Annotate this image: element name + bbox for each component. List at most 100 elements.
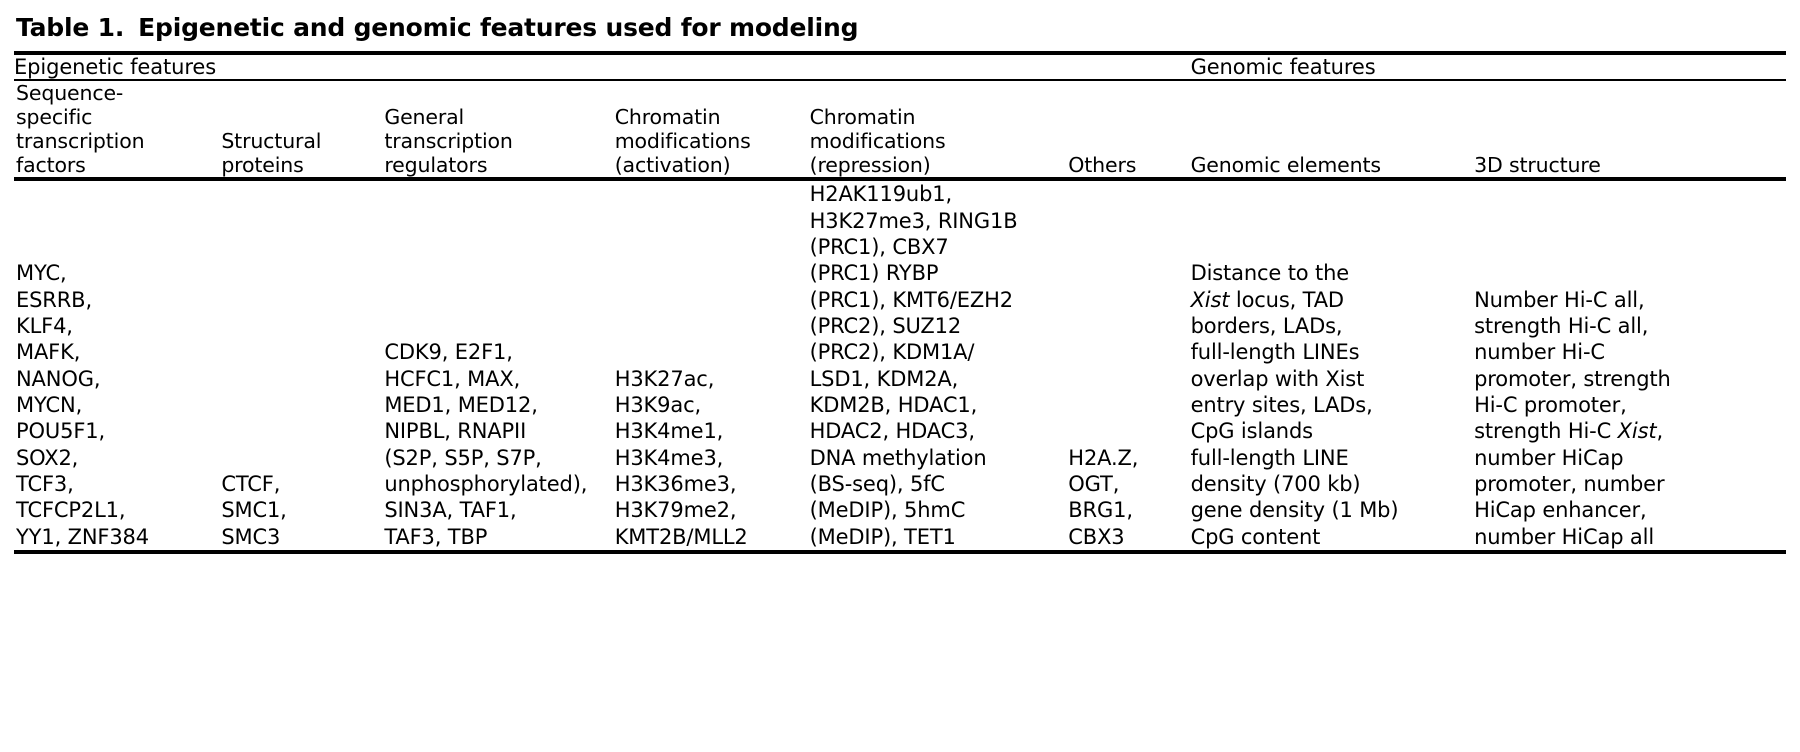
cell-line: H3K36me3,: [614, 472, 737, 497]
cell-line: CDK9, E2F1,: [384, 340, 513, 365]
cell-sequence-specific-transcription-factors: MYC,ESRRB,KLF4,MAFK,NANOG,MYCN,POU5F1,SO…: [14, 181, 221, 550]
cell-line: HDAC2, HDAC3,: [809, 419, 975, 444]
cell-line: borders, LADs,: [1190, 313, 1343, 338]
cell-line: full-length LINE: [1190, 445, 1349, 470]
cell-line: SMC3: [221, 524, 281, 549]
cell-line: promoter, number: [1474, 472, 1665, 497]
cell-line: TAF3, TBP: [384, 524, 488, 549]
cell-line: number Hi-C: [1474, 340, 1605, 365]
cell-line: strength Hi-C Xist,: [1474, 419, 1663, 444]
cell-line: Hi-C promoter,: [1474, 393, 1627, 417]
table-caption: Table 1. Epigenetic and genomic features…: [14, 10, 1786, 51]
cell-line: H3K27me3, RING1B: [809, 208, 1018, 233]
cell-line: NIPBL, RNAPII: [384, 419, 527, 444]
column-header-line: Chromatin modifications (repression): [809, 104, 946, 178]
table-row: MYC,ESRRB,KLF4,MAFK,NANOG,MYCN,POU5F1,SO…: [14, 181, 1786, 550]
features-table: Epigenetic features Genomic features: [14, 55, 1786, 79]
rule-under-column-headers: [14, 177, 1786, 182]
cell-line: unphosphorylated),: [384, 472, 588, 497]
cell-line: CBX3: [1068, 524, 1125, 549]
column-header-line: Genomic elements: [1190, 153, 1381, 178]
cell-line: MAFK,: [16, 340, 81, 365]
column-header-line: Others: [1068, 153, 1137, 178]
column-header-line: Structural proteins: [221, 128, 322, 178]
cell-line: OGT,: [1068, 472, 1120, 497]
cell-line: HCFC1, MAX,: [384, 366, 521, 391]
rule-top: [14, 50, 1786, 55]
group-header-row: Epigenetic features Genomic features: [14, 55, 1786, 79]
cell-lines: CDK9, E2F1,HCFC1, MAX,MED1, MED12,NIPBL,…: [384, 339, 614, 550]
cell-line: number HiCap all: [1474, 524, 1655, 549]
cell-line: NANOG,: [16, 366, 101, 391]
cell-line: density (700 kb): [1190, 472, 1361, 497]
cell-chromatin-modifications-activation: H3K27ac,H3K9ac,H3K4me1,H3K4me3,H3K36me3,…: [615, 181, 810, 550]
column-header-3d-structure: 3D structure: [1474, 81, 1786, 178]
cell-line: SOX2,: [16, 445, 79, 470]
cell-lines: H2A.Z,OGT,BRG1,CBX3: [1068, 445, 1190, 550]
table-label: Table 1.: [16, 13, 125, 42]
cell-line: CTCF,: [221, 472, 281, 497]
cell-line: H3K27ac,: [614, 366, 715, 391]
cell-line: gene density (1 Mb): [1190, 498, 1399, 523]
cell-line: (MeDIP), 5hmC: [809, 498, 966, 523]
cell-line: overlap with Xist: [1190, 366, 1365, 391]
cell-line: MYC,: [16, 261, 67, 286]
cell-line: YY1, ZNF384: [16, 524, 149, 549]
column-header-general-transcription-regulators: General transcription regulators: [384, 81, 614, 178]
cell-line: (PRC1), CBX7: [809, 234, 949, 259]
cell-others: H2A.Z,OGT,BRG1,CBX3: [1068, 181, 1190, 550]
cell-line: MYCN,: [16, 393, 83, 417]
column-header-line: Sequence- specific transcription factors: [16, 80, 145, 178]
column-header-line: General transcription regulators: [384, 104, 513, 178]
cell-line: Distance to the: [1190, 261, 1350, 286]
column-header-row: Sequence- specific transcription factors…: [14, 81, 1786, 178]
table-caption-text: Epigenetic and genomic features used for…: [138, 13, 859, 42]
cell-lines: MYC,ESRRB,KLF4,MAFK,NANOG,MYCN,POU5F1,SO…: [16, 260, 221, 550]
cell-line: ESRRB,: [16, 287, 92, 312]
column-header-sequence-specific-transcription-factors: Sequence- specific transcription factors: [14, 81, 221, 178]
cell-line: full-length LINEs: [1190, 340, 1360, 365]
cell-line: Xist locus, TAD: [1190, 287, 1345, 312]
cell-line: KMT2B/MLL2: [614, 524, 748, 549]
cell-line: (MeDIP), TET1: [809, 524, 956, 549]
column-header-structural-proteins: Structural proteins: [221, 81, 384, 178]
cell-general-transcription-regulators: CDK9, E2F1,HCFC1, MAX,MED1, MED12,NIPBL,…: [384, 181, 614, 550]
cell-line: SIN3A, TAF1,: [384, 498, 517, 523]
cell-3d-structure: Number Hi-C all,strength Hi-C all,number…: [1474, 181, 1786, 550]
rule-under-group-headers: [14, 78, 1786, 81]
italic-gene-name: Xist: [1325, 366, 1365, 391]
features-table-headers: Sequence- specific transcription factors…: [14, 81, 1786, 178]
cell-line: CpG content: [1190, 524, 1321, 549]
cell-line: H3K4me1,: [614, 419, 724, 444]
cell-lines: CTCF,SMC1,SMC3: [221, 471, 384, 550]
cell-line: H2AK119ub1,: [809, 182, 953, 207]
cell-line: KLF4,: [16, 313, 73, 338]
cell-line: (PRC2), SUZ12: [809, 313, 962, 338]
cell-line: H3K79me2,: [614, 498, 737, 523]
cell-line: number HiCap: [1474, 445, 1624, 470]
cell-line: Number Hi-C all,: [1474, 287, 1645, 312]
cell-line: (PRC1), KMT6/EZH2: [809, 287, 1014, 312]
group-header-genomic: Genomic features: [1190, 54, 1376, 79]
cell-chromatin-modifications-repression: H2AK119ub1,H3K27me3, RING1B(PRC1), CBX7 (…: [810, 181, 1069, 550]
column-header-chromatin-modifications-repression: Chromatin modifications (repression): [810, 81, 1069, 178]
column-header-genomic-elements: Genomic elements: [1191, 81, 1475, 178]
cell-lines: Number Hi-C all,strength Hi-C all,number…: [1474, 287, 1786, 550]
features-table-body: MYC,ESRRB,KLF4,MAFK,NANOG,MYCN,POU5F1,SO…: [14, 181, 1786, 550]
cell-line: BRG1,: [1068, 498, 1133, 523]
cell-line: HiCap enhancer,: [1474, 498, 1647, 523]
cell-line: H2A.Z,: [1068, 445, 1139, 470]
cell-lines: H3K27ac,H3K9ac,H3K4me1,H3K4me3,H3K36me3,…: [615, 366, 810, 550]
cell-line: H3K4me3,: [614, 445, 724, 470]
cell-line: (PRC2), KDM1A/: [809, 340, 975, 365]
cell-line: TCFCP2L1,: [16, 498, 126, 523]
cell-line: POU5F1,: [16, 419, 105, 444]
column-header-others: Others: [1068, 81, 1190, 178]
cell-line: LSD1, KDM2A,: [809, 366, 959, 391]
cell-line: TCF3,: [16, 472, 74, 497]
column-header-line: Chromatin modifications (activation): [614, 104, 751, 178]
cell-line: (BS-seq), 5fC: [809, 472, 945, 497]
cell-structural-proteins: CTCF,SMC1,SMC3: [221, 181, 384, 550]
